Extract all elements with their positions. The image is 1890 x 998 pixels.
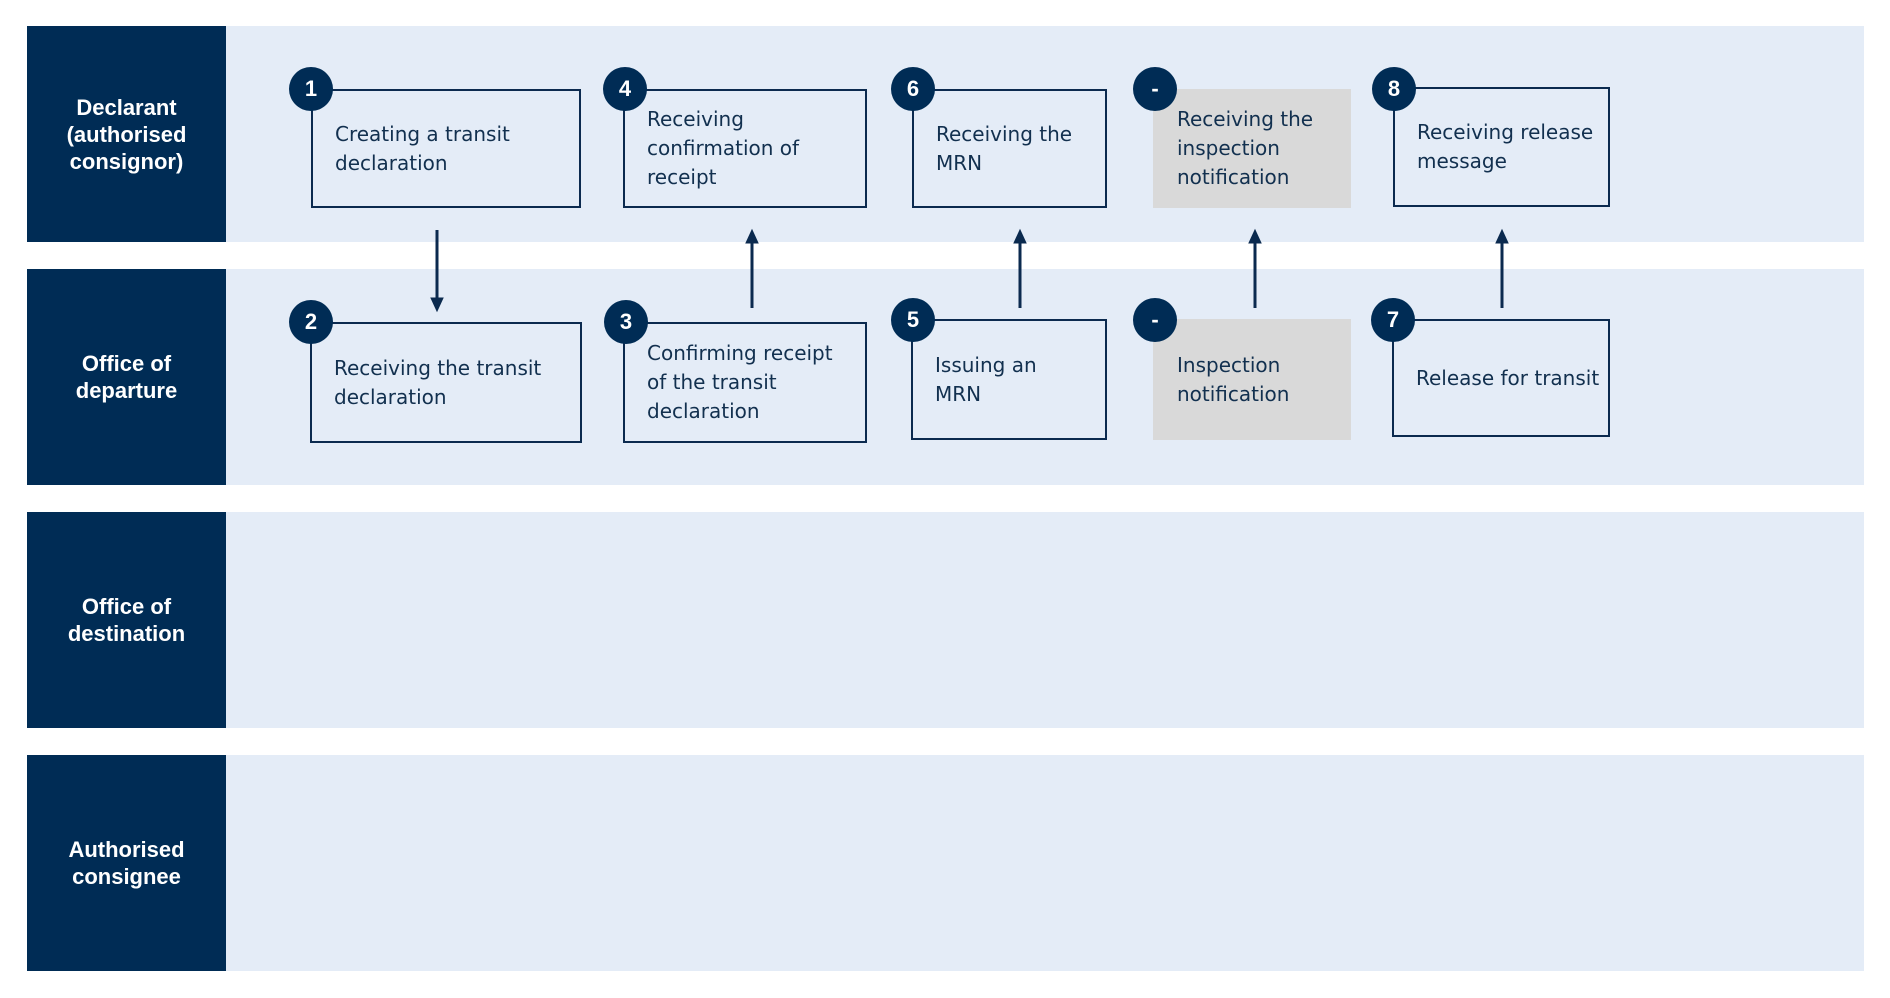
step-box-4: Receiving confirmation of receipt (623, 89, 867, 208)
lane-body-office-of-destination (226, 512, 1864, 728)
step-box-7: Release for transit (1392, 319, 1610, 437)
lane-label-office-of-departure: Office of departure (27, 269, 226, 485)
step-badge-dash: - (1133, 67, 1177, 111)
lane-label-authorised-consignee: Authorised consignee (27, 755, 226, 971)
step-text: Receiving the MRN (936, 121, 1073, 175)
step-box-1: Creating a transit declaration (311, 89, 581, 208)
step-badge-2: 2 (289, 300, 333, 344)
step-box-6: Receiving the MRN (912, 89, 1107, 208)
step-text: Receiving release message (1417, 120, 1594, 173)
step-badge-dash: - (1133, 298, 1177, 342)
lane-label-text: Authorised consignee (68, 837, 185, 889)
step-text: Inspection notification (1177, 352, 1290, 406)
lane-label-text: Office of destination (67, 594, 186, 646)
step-badge-8: 8 (1372, 67, 1416, 111)
step-badge-5: 5 (891, 298, 935, 342)
lane-label-office-of-destination: Office of destination (27, 512, 226, 728)
step-box-2: Receiving the transit declaration (310, 322, 582, 443)
lane-label-text: Declarant (authorised consignor) (66, 94, 187, 174)
step-text: Confirming receipt of the transit declar… (647, 341, 833, 423)
lane-label-text: Office of departure (75, 351, 178, 403)
step-badge-7: 7 (1371, 298, 1415, 342)
step-text: Receiving the transit declaration (334, 355, 542, 409)
step-box-3: Confirming receipt of the transit declar… (623, 322, 867, 443)
step-badge-4: 4 (603, 67, 647, 111)
step-badge-1: 1 (289, 67, 333, 111)
step-text: Issuing an MRN (935, 352, 1037, 406)
step-text: Receiving the inspection notification (1177, 107, 1314, 189)
lane-body-authorised-consignee (226, 755, 1864, 971)
step-text: Release for transit (1416, 365, 1600, 390)
step-box-inspection-notification: Inspection notification (1153, 319, 1351, 440)
step-box-inspection-receiving: Receiving the inspection notification (1153, 89, 1351, 208)
step-box-5: Issuing an MRN (911, 319, 1107, 440)
step-text: Receiving confirmation of receipt (647, 107, 800, 189)
lane-label-declarant: Declarant (authorised consignor) (27, 26, 226, 242)
step-text: Creating a transit declaration (335, 121, 510, 175)
step-box-8: Receiving release message (1393, 87, 1610, 207)
step-badge-3: 3 (604, 300, 648, 344)
step-badge-6: 6 (891, 67, 935, 111)
